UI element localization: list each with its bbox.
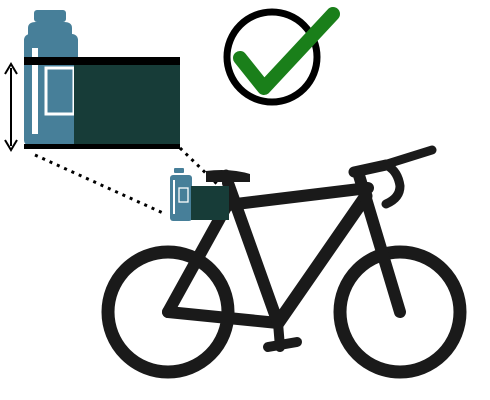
top-tube-bar bbox=[24, 57, 180, 65]
saddle bbox=[206, 170, 250, 182]
bike-bottle bbox=[170, 168, 192, 221]
bottom-bar bbox=[24, 144, 180, 149]
chain-stay bbox=[168, 312, 278, 323]
bike-frame-bag bbox=[191, 186, 229, 220]
bottle-cap bbox=[34, 10, 66, 22]
handlebar bbox=[384, 150, 432, 204]
frame-bag-icon bbox=[74, 58, 180, 148]
top-tube bbox=[228, 188, 368, 205]
check-badge bbox=[227, 12, 333, 102]
connector-line-left bbox=[35, 155, 163, 213]
bicycle-icon bbox=[108, 150, 460, 372]
height-arrow-icon bbox=[5, 64, 17, 150]
pedal bbox=[268, 342, 297, 347]
down-tube bbox=[278, 196, 366, 323]
